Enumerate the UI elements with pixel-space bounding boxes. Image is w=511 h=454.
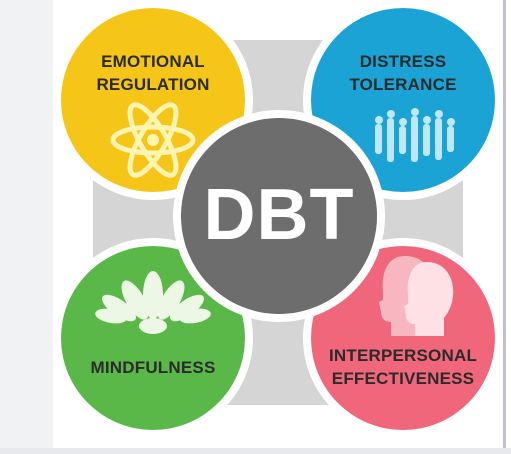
diagram-graphics [53, 0, 503, 438]
lotus-flower-icon [95, 271, 211, 334]
emotional-regulation-circle [61, 8, 245, 192]
interpersonal-effectiveness-line2: EFFECTIVENESS [331, 369, 475, 388]
mindfulness-label: MINDFULNESS [67, 356, 239, 379]
emotional-regulation-label: EMOTIONAL REGULATION [67, 50, 239, 96]
left-margin [0, 0, 53, 448]
interpersonal-effectiveness-label: INTERPERSONAL EFFECTIVENESS [307, 344, 499, 390]
distress-tolerance-line2: TOLERANCE [349, 75, 457, 94]
emotional-regulation-line1: EMOTIONAL [101, 52, 205, 71]
dna-strand-icon [375, 108, 455, 162]
dbt-diagram: EMOTIONAL REGULATION DISTRESS TOLERANCE … [53, 0, 503, 448]
bottom-margin [0, 448, 511, 454]
mindfulness-circle [61, 246, 245, 430]
center-label: DBT [203, 175, 355, 255]
distress-tolerance-line1: DISTRESS [359, 52, 447, 71]
atom-icon [110, 102, 196, 178]
distress-tolerance-label: DISTRESS TOLERANCE [317, 50, 489, 96]
interpersonal-effectiveness-line1: INTERPERSONAL [328, 346, 478, 365]
right-border [503, 0, 506, 448]
mindfulness-line1: MINDFULNESS [90, 358, 216, 377]
two-faces-icon [379, 256, 454, 336]
emotional-regulation-line2: REGULATION [96, 75, 210, 94]
center-circle [181, 118, 377, 314]
